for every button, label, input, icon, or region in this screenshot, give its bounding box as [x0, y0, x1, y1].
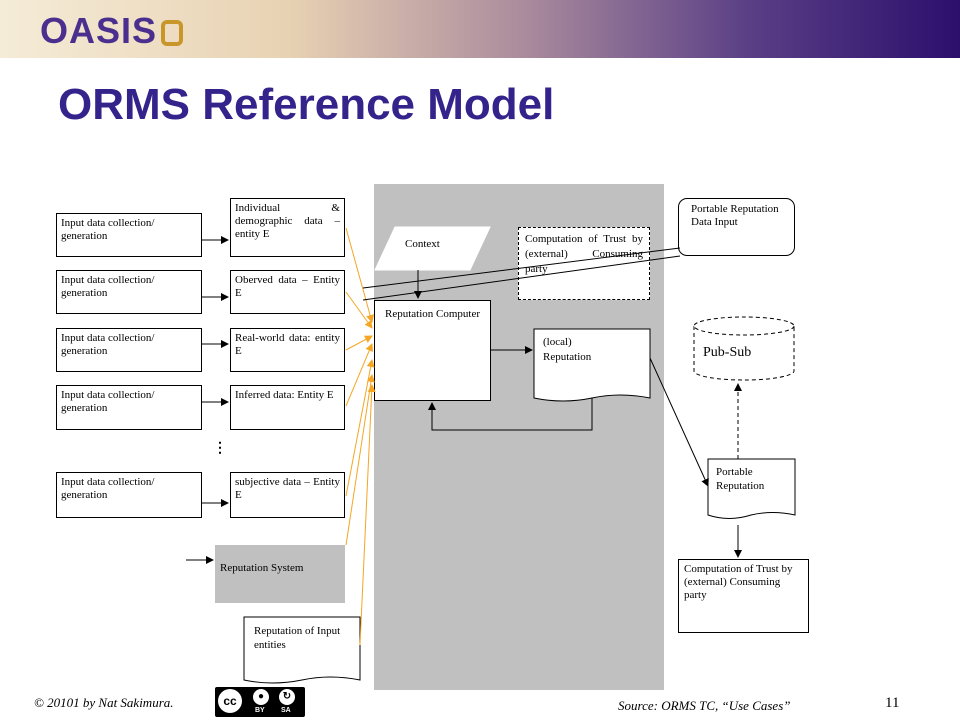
share-alike-icon: ↻: [279, 689, 295, 705]
portable-reputation-shape: [707, 458, 796, 519]
reputation-inputs-shape: [243, 616, 361, 684]
input-data-box: Individual & demographic data – entity E: [230, 198, 345, 257]
cc-icon: cc: [218, 689, 242, 713]
oasis-logo-mark-icon: [161, 20, 184, 46]
page-title: ORMS Reference Model: [58, 80, 555, 129]
trust-computation-top-box: Computation of Trust by (external) Consu…: [518, 227, 650, 300]
source-note: Source: ORMS TC, “Use Cases”: [618, 698, 791, 713]
input-data-box: Inferred data: Entity E: [230, 385, 345, 430]
portable-input-callout: Portable Reputation Data Input: [678, 198, 795, 256]
input-data-box: Real-world data: entity E: [230, 328, 345, 372]
pubsub-cylinder: [693, 316, 795, 381]
cc-sa-label: SA: [281, 707, 291, 714]
local-reputation-shape: [533, 328, 651, 402]
input-source-box: Input data collection/ generation: [56, 472, 202, 518]
pubsub-label: Pub-Sub: [703, 345, 752, 360]
input-source-box: Input data collection/ generation: [56, 270, 202, 314]
oasis-logo: OASIS: [40, 10, 184, 52]
ellipsis: ⋮: [213, 441, 227, 456]
trust-computation-bottom-box: Computation of Trust by (external) Consu…: [678, 559, 809, 633]
local-reputation-label: (local) Reputation: [543, 336, 592, 363]
context-shape: [374, 226, 491, 271]
input-source-box: Input data collection/ generation: [56, 328, 202, 372]
reputation-system-box: Reputation System: [215, 545, 345, 603]
copyright: © 20101 by Nat Sakimura.: [34, 695, 174, 710]
input-data-box: subjective data – Entity E: [230, 472, 345, 518]
reputation-computer-box: Reputation Computer: [374, 300, 491, 401]
header-banner: OASIS: [0, 0, 960, 58]
input-source-box: Input data collection/ generation: [56, 385, 202, 430]
input-data-box: Oberved data – Entity E: [230, 270, 345, 314]
context-label: Context: [405, 238, 440, 250]
creative-commons-badge: cc ● ↻ BY SA: [215, 687, 305, 717]
page-number: 11: [885, 695, 900, 711]
input-source-box: Input data collection/ generation: [56, 213, 202, 257]
cc-by-label: BY: [255, 707, 265, 714]
reputation-inputs-label: Reputation of Input entities: [254, 625, 341, 651]
portable-reputation-label: Portable Reputation: [716, 466, 765, 492]
attribution-icon: ●: [253, 689, 269, 705]
